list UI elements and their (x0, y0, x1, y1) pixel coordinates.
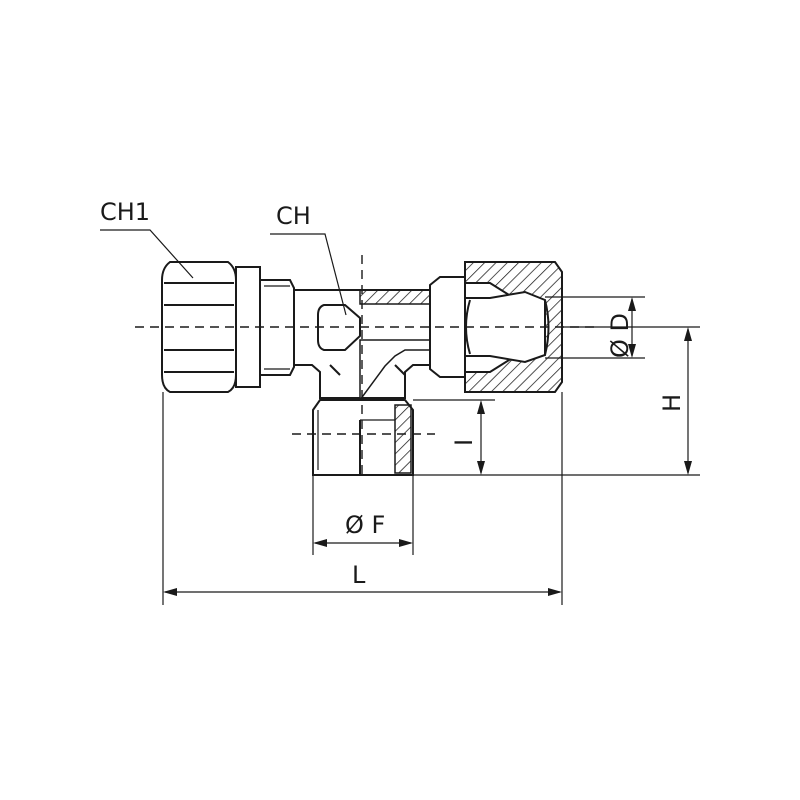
lower-thread (312, 399, 414, 476)
label-ch1: CH1 (100, 198, 150, 226)
label-diameter-d: Ø D (606, 313, 634, 358)
label-h: H (658, 394, 686, 412)
dimension-i (477, 400, 485, 475)
label-ch: CH (276, 202, 311, 230)
leader-ch (270, 233, 347, 316)
label-i: I (450, 439, 478, 446)
dimension-l (163, 588, 562, 596)
right-nut-hatched (429, 261, 563, 393)
label-diameter-f: Ø F (345, 511, 385, 539)
leader-ch1 (100, 229, 194, 279)
dimension-f (313, 539, 413, 547)
dimension-h (684, 327, 692, 475)
extension-lines (162, 296, 700, 605)
dimension-d (628, 297, 636, 358)
label-l: L (352, 561, 366, 589)
